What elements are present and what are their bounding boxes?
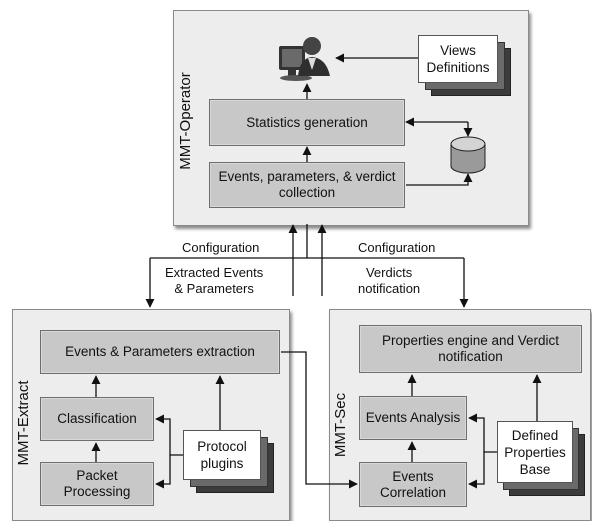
classification-box: Classification: [40, 397, 154, 441]
configuration-left-label: Configuration: [182, 240, 260, 255]
events-analysis-label: Events Analysis: [365, 410, 461, 425]
verdicts-notification-label: Verdicts notification: [358, 265, 421, 296]
defined-properties-label: Defined Properties Base: [504, 427, 566, 477]
events-collection-label: Events, parameters, & verdict collection: [218, 169, 396, 200]
protocol-plugins-document: Protocol plugins: [183, 430, 261, 480]
packet-processing-label: Packet Processing: [63, 468, 131, 499]
events-collection-box: Events, parameters, & verdict collection: [209, 162, 405, 208]
classification-label: Classification: [57, 411, 137, 426]
properties-engine-label: Properties engine and Verdict notificati…: [381, 333, 560, 364]
properties-engine-box: Properties engine and Verdict notificati…: [359, 325, 582, 373]
statistics-generation-label: Statistics generation: [246, 114, 368, 130]
operator-user-icon: [279, 37, 330, 81]
packet-processing-box: Packet Processing: [40, 462, 154, 506]
events-parameters-extraction-box: Events & Parameters extraction: [40, 330, 280, 374]
configuration-right-label: Configuration: [358, 240, 436, 255]
events-correlation-box: Events Correlation: [359, 462, 467, 507]
events-correlation-label: Events Correlation: [379, 468, 447, 500]
extracted-events-label: Extracted Events & Parameters: [165, 265, 264, 296]
events-parameters-extraction-label: Events & Parameters extraction: [65, 344, 255, 359]
defined-properties-document: Defined Properties Base: [497, 421, 573, 483]
views-definitions-label: Views Definitions: [426, 43, 490, 75]
statistics-generation-box: Statistics generation: [209, 99, 405, 146]
database-icon: [450, 136, 486, 174]
events-analysis-box: Events Analysis: [359, 396, 467, 440]
views-definitions-document: Views Definitions: [418, 35, 498, 83]
protocol-plugins-label: Protocol plugins: [197, 439, 247, 471]
